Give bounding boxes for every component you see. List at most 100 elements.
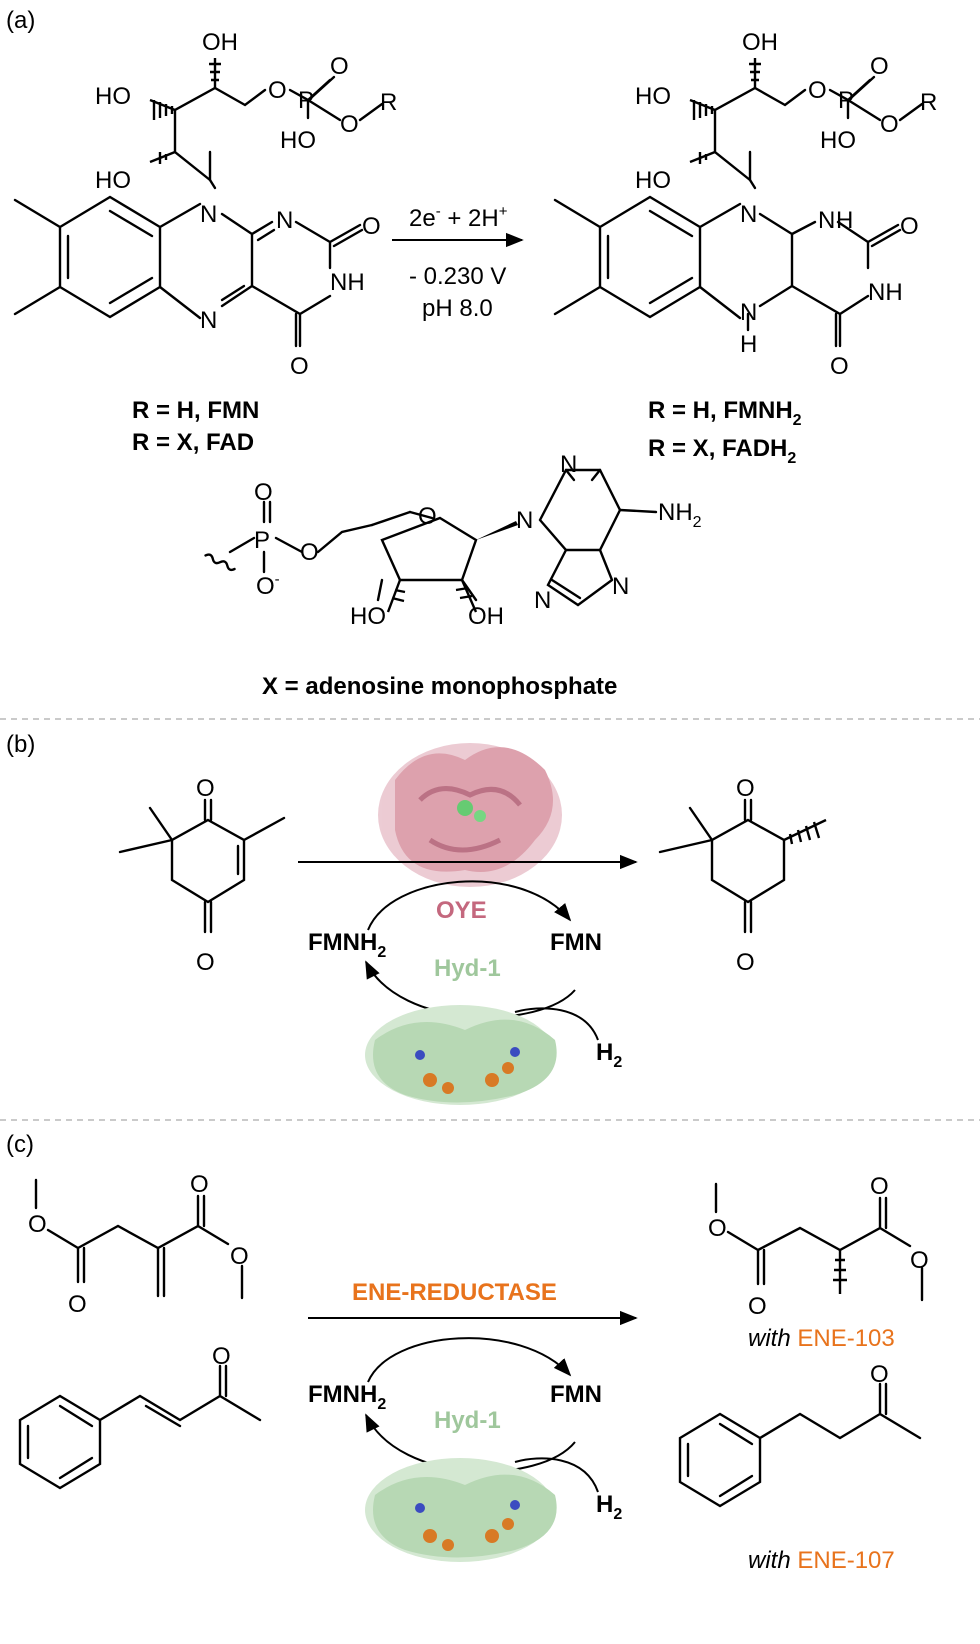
pb-chain (758, 1382, 922, 1440)
methylsuccinate-o-me2: O (910, 1247, 929, 1274)
r-ribityl-chain-1 (748, 150, 757, 190)
caption-fadh2: R = X, FADH2 (648, 435, 796, 467)
panel-c-label: (c) (6, 1131, 34, 1158)
phosphate-r-bond (358, 102, 384, 122)
panel-a: (a) OH HO HO O P O (6, 7, 937, 700)
with-ene-103-caption: with ENE-103 (748, 1325, 895, 1352)
r-atom-o2: O (900, 213, 919, 240)
r-atom-o4: O (830, 353, 849, 380)
c-h2-label: H2 (596, 1491, 622, 1523)
methylsuccinate-o-me1: O (708, 1215, 727, 1242)
c-hyd1-label: Hyd-1 (434, 1407, 501, 1434)
bza-chain (98, 1364, 262, 1428)
r-pyrimidine-bonds-lower (790, 220, 870, 348)
benzylideneacetone-structure: O (18, 1343, 262, 1490)
c-cycle-arrow-oxidation (367, 1337, 572, 1383)
h2-input-curve (514, 1007, 599, 1041)
amp-atom-o-minus: O- (256, 571, 280, 600)
dimethyl-itaconate-structure: O O O O (28, 1171, 249, 1318)
n1-double (256, 228, 276, 242)
amp-atom-oh: OH (468, 603, 504, 630)
atom-o-double: O (330, 53, 349, 80)
ketoisophorone-ring-bonds (170, 798, 246, 904)
atom-n10: N (200, 201, 217, 228)
c-cofactor-fmnh2: FMNH2 (308, 1381, 386, 1413)
amp-ribose-bonds (370, 510, 478, 582)
reduction-arrow: 2e- + 2H+ - 0.230 V pH 8.0 (392, 203, 524, 322)
levodione-o4: O (736, 949, 755, 976)
cofactor-fmnh2: FMNH2 (308, 929, 386, 961)
atom-ho-mid: HO (95, 83, 131, 110)
amp-hash-bonds (386, 579, 478, 613)
itaconate-o-c1: O (68, 1291, 87, 1318)
c-hyd1-protein-graphic (365, 1458, 557, 1562)
r-atom-n10: N (740, 201, 757, 228)
r-benzo-ring-inner-bonds (606, 209, 694, 305)
benzo-ring-inner-bonds (66, 209, 154, 305)
amp-atom-n1: N (612, 573, 629, 600)
amp-phosphate-bonds (228, 500, 304, 574)
methylsuccinate-structure: O O O O (708, 1173, 929, 1320)
levodione-o1: O (736, 775, 755, 802)
methylsuccinate-bonds (714, 1182, 924, 1302)
levodione-substituents (658, 806, 753, 934)
phenylbutanone-structure: O (678, 1361, 922, 1508)
amp-adenine-outer (538, 468, 622, 552)
amp-atom-p: P (254, 527, 270, 554)
r-atom-n1: N (818, 207, 835, 234)
r-pyrimidine-bonds-upper (836, 220, 902, 270)
ketoisophorone-o4: O (196, 949, 215, 976)
r-atom-ho-low: HO (635, 167, 671, 194)
ketoisophorone-o1: O (196, 775, 215, 802)
c-h2-input-curve (514, 1457, 599, 1493)
amp-atom-nh2: NH2 (658, 499, 702, 531)
caption-fad: R = X, FAD (132, 429, 254, 456)
amp-atom-n3: N (534, 587, 551, 614)
itaconate-methylene (156, 1246, 166, 1298)
oxidized-flavin-structure: OH HO HO O P O O R HO N N N O NH O (13, 29, 397, 380)
atom-o-ester: O (268, 77, 287, 104)
arrow-ph-label: pH 8.0 (422, 295, 493, 322)
amp-structure: O P O- O O N N NH2 N N HO OH (204, 451, 702, 630)
levodione-ring-bonds (710, 798, 786, 904)
ketoisophorone-structure: O O (118, 775, 286, 976)
methylsuccinate-o-c1: O (748, 1293, 767, 1320)
stereo-hash-bonds-left (149, 58, 221, 164)
caption-x-amp: X = adenosine monophosphate (262, 673, 617, 700)
atom-r: R (380, 89, 397, 116)
r-atom-h5: H (740, 331, 757, 358)
atom-ho-low: HO (95, 167, 131, 194)
atom-n1: N (276, 207, 293, 234)
atom-oh-top: OH (202, 29, 238, 56)
r-phosphate-bonds (828, 75, 882, 122)
itaconate-o-me2: O (230, 1243, 249, 1270)
reduced-flavin-structure: OH HO HO O P O O R HO N N H O NH N H O (553, 29, 937, 380)
r-atom-n5: N (740, 299, 757, 326)
r-atom-o-double: O (870, 53, 889, 80)
pyrazine-inner-double (220, 284, 246, 302)
atom-o2: O (362, 213, 381, 240)
r-ribityl-chain-2 (713, 86, 807, 182)
r-atom-o-r: O (880, 111, 899, 138)
amp-wavy-bond (204, 553, 236, 572)
with-ene-107-caption: with ENE-107 (748, 1547, 895, 1574)
r-atom-o-ester: O (808, 77, 827, 104)
benzo-ring-bonds (58, 195, 162, 319)
itaconate-o-double2: O (190, 1171, 209, 1198)
atom-n5: N (200, 307, 217, 334)
arrow-potential-label: - 0.230 V (409, 263, 506, 290)
oye-enzyme-label: OYE (436, 897, 487, 924)
methylsuccinate-hash-methyl (833, 1250, 847, 1294)
oye-protein-graphic (378, 743, 562, 887)
hyd1-protein-graphic (365, 1005, 557, 1105)
atom-p: P (298, 87, 314, 114)
c-cofactor-fmn: FMN (550, 1381, 602, 1408)
atom-o-r: O (340, 111, 359, 138)
amp-atom-o-ring: O (418, 503, 437, 530)
r-phosphate-r-bond (898, 102, 924, 122)
panel-b: (b) O O OYE FMNH2 FMN Hyd-1 (6, 731, 827, 1105)
r-atom-ho-mid: HO (635, 83, 671, 110)
pyrazine-ring-bonds (158, 202, 254, 320)
caption-fmn: R = H, FMN (132, 397, 259, 424)
